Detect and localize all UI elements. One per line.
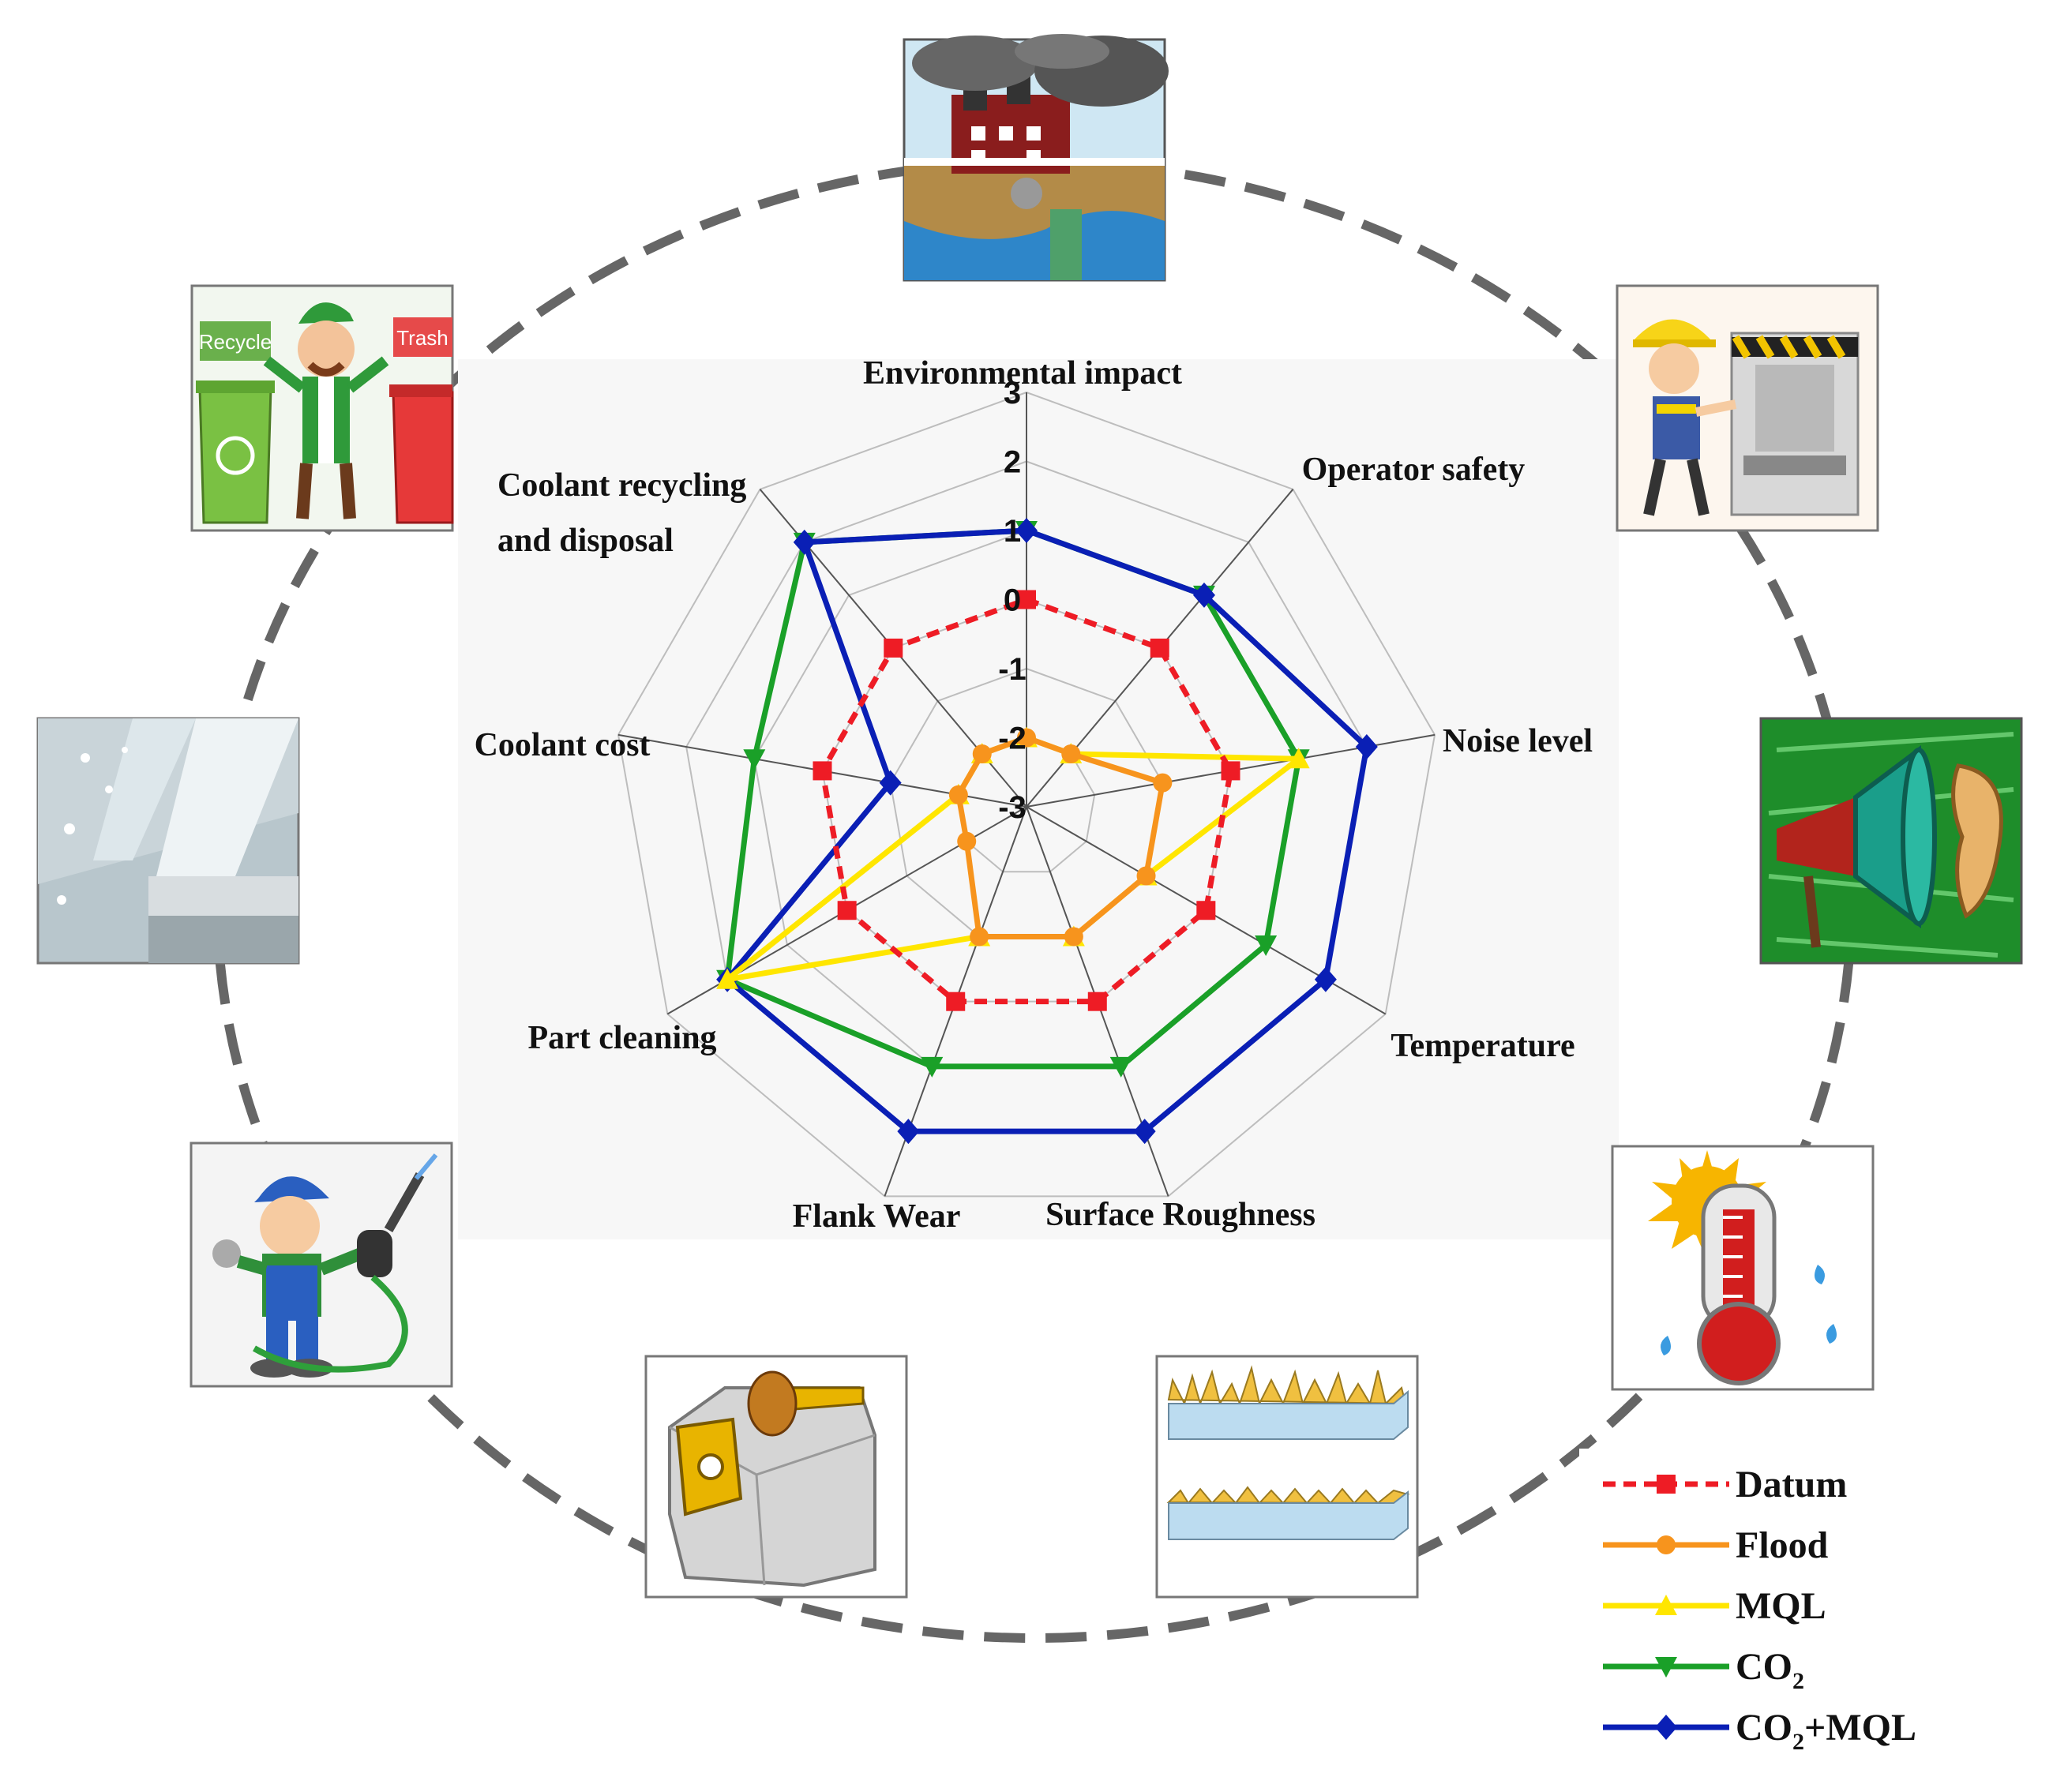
series-line-datum <box>819 597 1234 1005</box>
axis-label-temperature: Temperature <box>1391 1028 1574 1064</box>
tick-label: 1 <box>1004 514 1021 549</box>
point-datum <box>1221 761 1240 781</box>
point-co2 <box>1109 1056 1132 1078</box>
legend-label: CO2 <box>1736 1646 1804 1694</box>
legend-item-co2: CO2 <box>1603 1646 1804 1694</box>
part-cleaning-worker-icon <box>190 1142 453 1388</box>
legend-label: MQL <box>1736 1585 1826 1627</box>
series-flood <box>948 728 1173 947</box>
grid-ring <box>617 391 1436 1198</box>
coolant-splash-icon <box>36 717 300 965</box>
legend-item-co2-mql: CO2+MQL <box>1603 1707 1916 1755</box>
axis-label-noise-level: Noise level <box>1443 723 1593 759</box>
series-line-co2 <box>724 527 1302 1070</box>
tick-label: 0 <box>1004 583 1021 618</box>
legend-marker <box>1655 1715 1677 1740</box>
point-flood <box>1061 744 1081 763</box>
point-co2-mql <box>879 770 902 796</box>
point-mql <box>1287 748 1310 769</box>
point-flood <box>1136 866 1156 886</box>
surface-roughness-icon <box>1155 1355 1419 1599</box>
axis-label-coolant-recycling: Coolant recycling and disposal <box>497 467 746 559</box>
point-datum <box>813 761 832 781</box>
point-co2-mql <box>1355 734 1378 760</box>
point-co2-mql <box>1192 582 1215 608</box>
recycle-sign-text: Recycle <box>199 330 272 354</box>
legend-item-flood: Flood <box>1603 1524 1829 1566</box>
point-flood <box>1153 773 1173 793</box>
loudspeaker-ear-icon <box>1759 717 2023 965</box>
axis-label-coolant-recycling-line: and disposal <box>497 523 674 559</box>
axis-label-coolant-recycling-line: Coolant recycling <box>497 467 746 504</box>
tick-label: -1 <box>998 652 1026 687</box>
recycle-trash-bins-icon: Recycle Trash <box>190 284 454 532</box>
point-co2-mql <box>793 529 816 555</box>
chart-panel <box>458 359 1619 1239</box>
point-co2 <box>921 1056 944 1078</box>
point-datum <box>1150 638 1169 658</box>
series-line-co2-mql <box>724 527 1370 1134</box>
point-co2-mql <box>1314 966 1337 992</box>
legend-marker <box>1657 1475 1676 1494</box>
tick-label: 3 <box>1004 376 1021 411</box>
point-co2-mql <box>897 1119 920 1145</box>
axis-label-environmental-impact: Environmental impact <box>863 355 1182 392</box>
legend-label: Datum <box>1736 1464 1847 1505</box>
point-datum <box>837 901 857 920</box>
axis-label-surface-roughness: Surface Roughness <box>1045 1197 1315 1233</box>
point-datum <box>1087 992 1107 1011</box>
point-datum <box>1196 901 1216 920</box>
axis-label-flank-wear: Flank Wear <box>793 1198 961 1235</box>
factory-pollution-icon <box>903 34 1169 282</box>
operator-safety-icon <box>1616 284 1879 532</box>
series-line-flood <box>955 735 1165 939</box>
legend-marker <box>1657 1535 1676 1554</box>
tick-label: 2 <box>1004 445 1021 480</box>
point-mql <box>716 968 739 989</box>
point-flood <box>972 744 992 763</box>
point-flood <box>957 831 977 851</box>
tick-labels: 3 2 1 0 -1 -2 -3 <box>998 376 1026 825</box>
trash-sign-text: Trash <box>396 326 449 350</box>
point-co2 <box>1255 935 1278 956</box>
tick-label: -2 <box>998 722 1026 756</box>
legend-label: CO2+MQL <box>1736 1707 1916 1755</box>
axis-label-part-cleaning: Part cleaning <box>527 1020 716 1056</box>
legend-label: Flood <box>1736 1524 1829 1566</box>
legend-marker <box>1655 1657 1677 1678</box>
legend-item-mql: MQL <box>1603 1585 1826 1627</box>
legend-item-datum: Datum <box>1603 1464 1847 1505</box>
radar-series <box>716 518 1378 1145</box>
point-co2-mql <box>1133 1119 1156 1145</box>
tick-label: -3 <box>998 790 1026 825</box>
point-co2 <box>743 749 766 770</box>
point-flood <box>970 927 989 947</box>
point-flood <box>1064 927 1083 947</box>
legend-box <box>1579 1449 1962 1772</box>
flank-wear-tool-icon <box>644 1355 908 1599</box>
point-flood <box>948 785 968 804</box>
axis-label-operator-safety: Operator safety <box>1302 452 1526 488</box>
point-flood <box>1017 728 1036 748</box>
axis-label-coolant-cost: Coolant cost <box>475 727 651 763</box>
point-datum <box>1017 590 1036 609</box>
point-datum <box>884 638 903 658</box>
thermometer-sun-icon <box>1611 1145 1875 1391</box>
series-datum <box>813 590 1240 1011</box>
point-datum <box>946 992 966 1011</box>
axis-labels: Environmental impact Operator safety Noi… <box>475 355 1593 1235</box>
point-co2-mql <box>1015 518 1038 543</box>
legend-marker <box>1655 1595 1677 1615</box>
